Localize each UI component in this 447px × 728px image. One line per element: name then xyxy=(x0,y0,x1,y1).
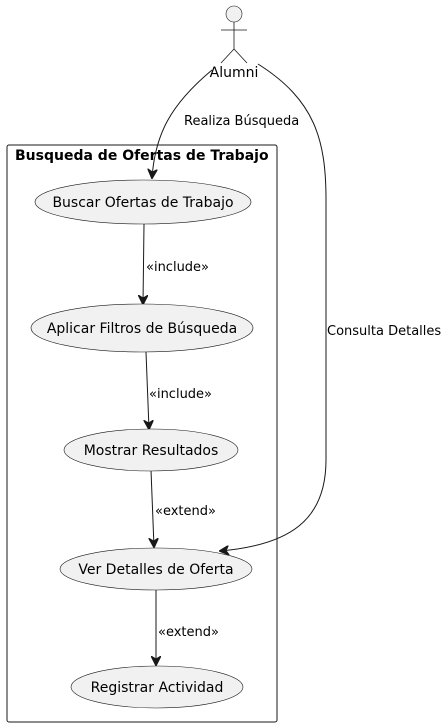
edge-label-extend-2: «extend» xyxy=(158,625,219,640)
edge-label-realiza: Realiza Búsqueda xyxy=(184,114,299,129)
actor-left-leg xyxy=(220,48,235,64)
actor-head xyxy=(225,5,243,23)
use-case-registrar-label: Registrar Actividad xyxy=(91,680,224,696)
edges: Realiza Búsqueda Consulta Detalles «incl… xyxy=(143,63,441,665)
actor-alumni[interactable]: Alumni xyxy=(210,5,259,81)
edge-label-include-2: «include» xyxy=(149,387,212,402)
use-case-registrar[interactable]: Registrar Actividad xyxy=(70,665,244,709)
use-case-filtros-ellipse xyxy=(30,303,254,353)
actor-label: Alumni xyxy=(210,65,259,81)
edge-realiza-busqueda xyxy=(152,69,213,178)
use-case-filtros-label: Aplicar Filtros de Búsqueda xyxy=(47,321,237,337)
use-case-detalles[interactable]: Ver Detalles de Oferta xyxy=(59,547,253,591)
package-boundary: Busqueda de Ofertas de Trabajo xyxy=(6,144,278,723)
use-case-buscar-ellipse xyxy=(34,179,252,225)
edge-label-consulta: Consulta Detalles xyxy=(327,324,441,339)
use-case-mostrar-ellipse xyxy=(63,428,239,472)
edge-include-1 xyxy=(143,223,144,304)
edge-label-include-1: «include» xyxy=(146,260,209,275)
use-case-buscar-label: Buscar Ofertas de Trabajo xyxy=(52,195,233,211)
use-case-filtros[interactable]: Aplicar Filtros de Búsqueda xyxy=(30,303,254,353)
edge-extend-1 xyxy=(151,469,154,547)
use-case-mostrar[interactable]: Mostrar Resultados xyxy=(63,428,239,472)
use-case-detalles-ellipse xyxy=(59,547,253,591)
edge-label-extend-1: «extend» xyxy=(155,504,216,519)
edge-consulta-detalles xyxy=(220,63,327,551)
package-title: Busqueda de Ofertas de Trabajo xyxy=(15,148,269,164)
use-case-detalles-label: Ver Detalles de Oferta xyxy=(78,562,233,578)
use-case-mostrar-label: Mostrar Resultados xyxy=(84,443,219,459)
package-box xyxy=(6,144,278,723)
edge-include-2 xyxy=(146,351,149,429)
use-case-registrar-ellipse xyxy=(70,665,244,709)
use-case-buscar[interactable]: Buscar Ofertas de Trabajo xyxy=(34,179,252,225)
actor-right-leg xyxy=(233,48,248,64)
